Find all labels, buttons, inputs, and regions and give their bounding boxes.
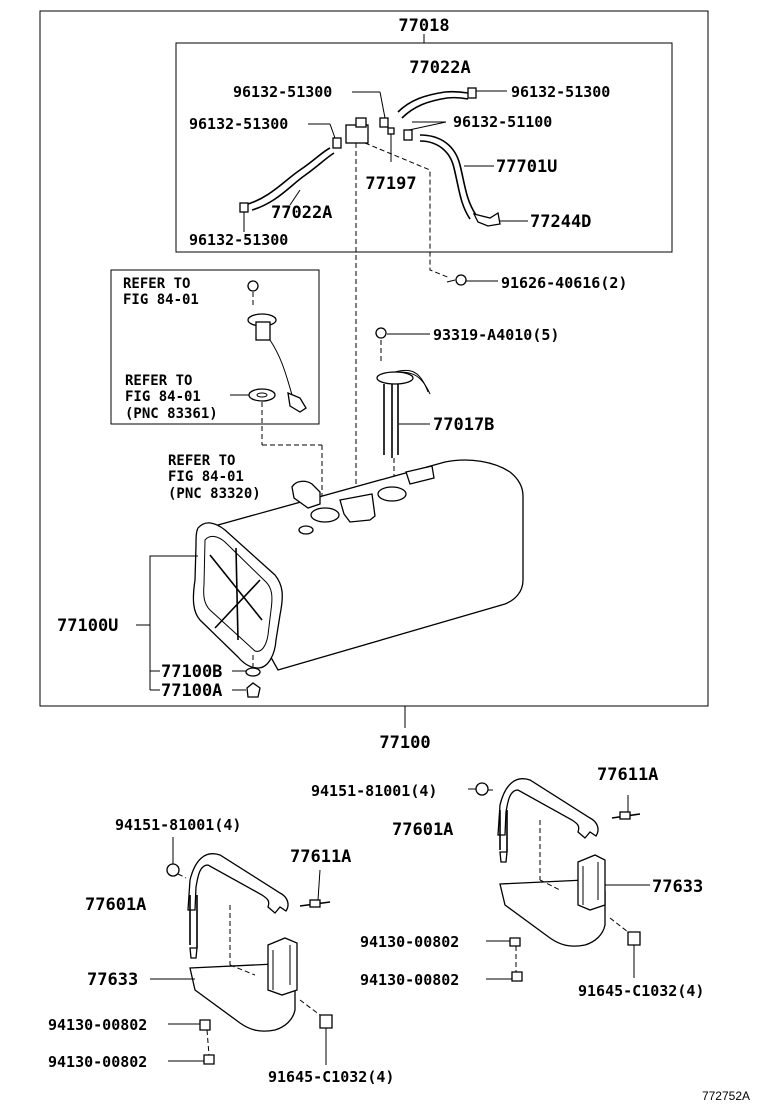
ref2-line1: REFER TO (125, 373, 192, 389)
sender-77017b (375, 327, 431, 487)
label-96132-51300-d[interactable]: 96132-51300 (189, 231, 288, 249)
clamp-icon (379, 117, 389, 128)
label-77100b[interactable]: 77100B (161, 662, 222, 682)
label-94130-00802-l2[interactable]: 94130-00802 (48, 1053, 147, 1071)
gauge-opening-icon (310, 507, 340, 523)
joint-77244d (472, 211, 501, 227)
label-91645-c1032-left[interactable]: 91645-C1032(4) (268, 1068, 394, 1086)
fuel-tank (192, 459, 524, 698)
gauge-reference-frame (110, 269, 320, 425)
hose-77701u (419, 134, 477, 216)
ref3-line1: REFER TO (168, 453, 235, 469)
ref3-line2[interactable]: FIG 84-01 (168, 469, 244, 485)
label-77633-left[interactable]: 77633 (87, 970, 138, 990)
label-77100[interactable]: 77100 (379, 733, 430, 753)
clamp-icon (332, 137, 342, 149)
drain-plug-icon (246, 682, 261, 698)
label-94151-81001-left[interactable]: 94151-81001(4) (115, 816, 241, 834)
sender-opening-icon (377, 486, 407, 502)
screw-icon (375, 327, 387, 339)
drain-gasket-icon (245, 667, 261, 677)
label-94130-00802-l1[interactable]: 94130-00802 (48, 1016, 147, 1034)
hose-77022a-lower (244, 147, 331, 206)
label-77611a-left[interactable]: 77611A (290, 847, 351, 867)
strap-assembly-right (468, 778, 650, 982)
label-77022a-bottom[interactable]: 77022A (271, 203, 332, 223)
label-96132-51300-a[interactable]: 96132-51300 (233, 83, 332, 101)
fuel-gauge-sender (230, 280, 323, 510)
label-94130-00802-r1[interactable]: 94130-00802 (360, 933, 459, 951)
ref1-line2[interactable]: FIG 84-01 (123, 292, 199, 308)
strap-assembly-left (150, 837, 333, 1065)
label-77701u[interactable]: 77701U (496, 157, 557, 177)
label-96132-51300-c[interactable]: 96132-51300 (189, 115, 288, 133)
label-77197[interactable]: 77197 (365, 174, 416, 194)
bolt-91626-icon (455, 274, 467, 286)
nut-94130-icon (199, 1019, 211, 1031)
label-93319-a4010[interactable]: 93319-A4010(5) (433, 326, 559, 344)
label-77017b[interactable]: 77017B (433, 415, 494, 435)
nut-94151-icon (166, 863, 180, 877)
screw-icon (247, 280, 259, 292)
nut-94130-icon (203, 1054, 215, 1065)
label-77601a-right[interactable]: 77601A (392, 820, 453, 840)
hose-subassembly (239, 34, 528, 232)
label-96132-51100[interactable]: 96132-51100 (453, 113, 552, 131)
clamp-icon (239, 202, 249, 213)
tank-cross-rib (209, 547, 263, 641)
connector-block (345, 124, 369, 144)
diagram-code: 772752A (702, 1089, 750, 1103)
ref3-line3[interactable]: (PNC 83320) (168, 486, 261, 502)
bolt-91645-icon (627, 931, 641, 946)
bolt-91645-icon (319, 1014, 333, 1029)
clamp-icon (403, 129, 413, 141)
label-77100u[interactable]: 77100U (57, 616, 118, 636)
hose-77022a-upper (397, 90, 469, 113)
label-77611a-right[interactable]: 77611A (597, 765, 658, 785)
label-91626-40616[interactable]: 91626-40616(2) (501, 274, 627, 292)
outer-frame (39, 10, 709, 707)
ref2-line3[interactable]: (PNC 83361) (125, 406, 218, 422)
float-icon (287, 391, 307, 413)
label-94130-00802-r2[interactable]: 94130-00802 (360, 971, 459, 989)
label-77100a[interactable]: 77100A (161, 681, 222, 701)
strap-77601a-icon (187, 853, 289, 914)
ref1-line1: REFER TO (123, 276, 190, 292)
nut-94130-icon (509, 937, 521, 947)
clamp-icon (387, 127, 395, 135)
label-77018[interactable]: 77018 (398, 16, 449, 36)
ref2-line2[interactable]: FIG 84-01 (125, 389, 201, 405)
label-94151-81001-right[interactable]: 94151-81001(4) (311, 782, 437, 800)
gasket-icon (248, 388, 276, 402)
label-77022a-top[interactable]: 77022A (409, 58, 470, 78)
strap-77601a-icon (497, 778, 599, 839)
nut-94130-icon (511, 971, 523, 982)
filler-neck-icon (291, 480, 321, 509)
label-96132-51300-b[interactable]: 96132-51300 (511, 83, 610, 101)
nut-94151-icon (475, 782, 489, 796)
label-77244d[interactable]: 77244D (530, 212, 591, 232)
label-77601a-left[interactable]: 77601A (85, 895, 146, 915)
label-91645-c1032-right[interactable]: 91645-C1032(4) (578, 982, 704, 1000)
tank-bracket-icon (339, 493, 376, 523)
tank-end-cap (192, 522, 283, 669)
label-77633-right[interactable]: 77633 (652, 877, 703, 897)
clamp-icon (467, 87, 477, 99)
